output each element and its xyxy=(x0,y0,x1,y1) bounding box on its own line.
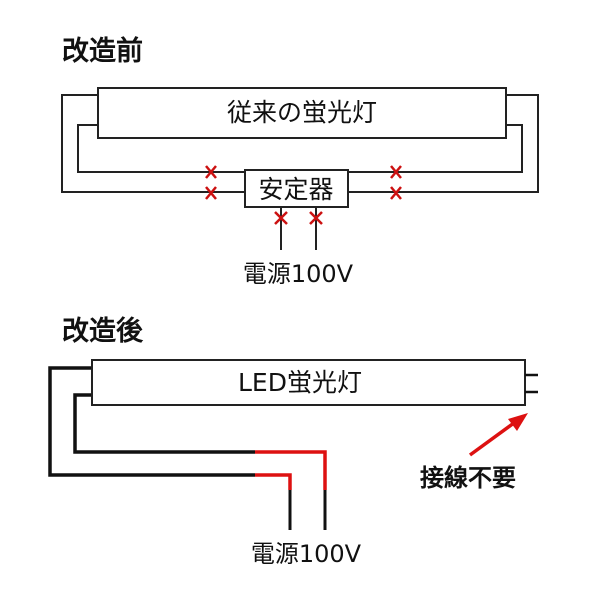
cut-mark-icon xyxy=(309,211,323,225)
before-wiring-outer xyxy=(61,94,539,193)
before-power-label: 電源100V xyxy=(243,260,354,288)
conventional-tube-label: 従来の蛍光灯 xyxy=(227,98,377,127)
cut-mark-icon xyxy=(390,165,402,179)
led-tube-label: LED蛍光灯 xyxy=(238,368,362,397)
led-fluorescent-tube xyxy=(91,359,526,406)
after-heading: 改造後 xyxy=(62,316,144,347)
ballast-box xyxy=(244,169,349,208)
no-wiring-needed-label: 接線不要 xyxy=(420,464,516,492)
conventional-fluorescent-tube xyxy=(97,87,507,139)
after-power-label: 電源100V xyxy=(251,540,362,568)
after-wiring-outer xyxy=(48,366,255,477)
after-live-wire-inner xyxy=(255,450,327,490)
cut-mark-icon xyxy=(205,186,217,200)
cut-mark-icon xyxy=(274,211,288,225)
after-section: 改造後 LED蛍光灯 接線不要 電源100V xyxy=(48,316,538,568)
cut-marks xyxy=(205,165,402,225)
after-wiring-inner xyxy=(73,393,255,454)
before-wiring-inner xyxy=(77,124,523,173)
cut-mark-icon xyxy=(205,165,217,179)
led-tube-end-pins xyxy=(525,373,538,394)
cut-mark-icon xyxy=(390,186,402,200)
ballast-label: 安定器 xyxy=(258,175,333,204)
before-heading: 改造前 xyxy=(62,35,143,67)
before-section: 改造前 従来の蛍光灯 安定器 電源100V xyxy=(61,35,539,288)
after-live-wire-outer xyxy=(255,473,292,490)
arrow-icon xyxy=(468,413,528,457)
